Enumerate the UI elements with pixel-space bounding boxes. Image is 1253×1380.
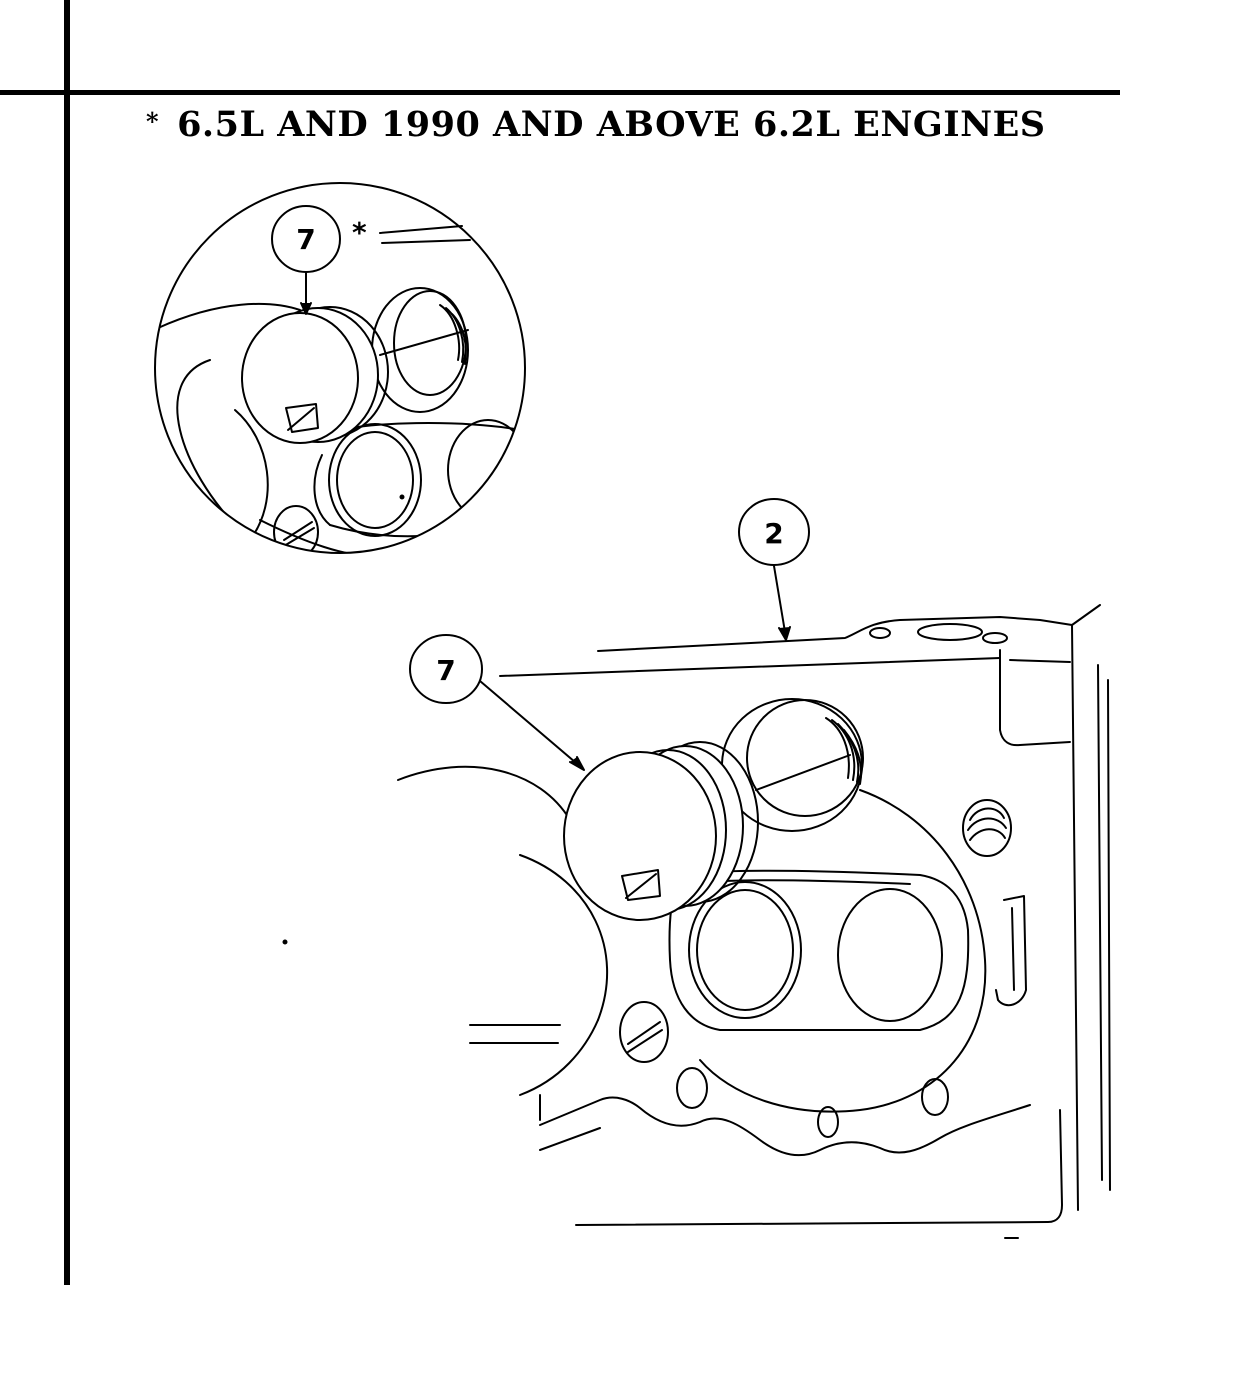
- detail-inset: 7 *: [154, 182, 526, 554]
- figure-title: * 6.5L AND 1990 AND ABOVE 6.2L ENGINES: [146, 104, 1046, 145]
- detail-callout-7-label: 7: [296, 223, 315, 256]
- main-callout-7-bubble: [409, 634, 483, 704]
- detail-callout-star: *: [352, 216, 367, 249]
- main-callout-7-label: 7: [436, 654, 455, 687]
- cylinder-head-callout-label: 2: [764, 517, 783, 550]
- detail-inset-contents: [157, 287, 525, 553]
- title-asterisk: *: [146, 107, 160, 136]
- title-text: 6.5L AND 1990 AND ABOVE 6.2L ENGINES: [177, 104, 1046, 145]
- left-border-rule: [64, 0, 70, 1285]
- main-view: 2 7: [282, 498, 1111, 1239]
- top-border-rule: [0, 90, 1120, 95]
